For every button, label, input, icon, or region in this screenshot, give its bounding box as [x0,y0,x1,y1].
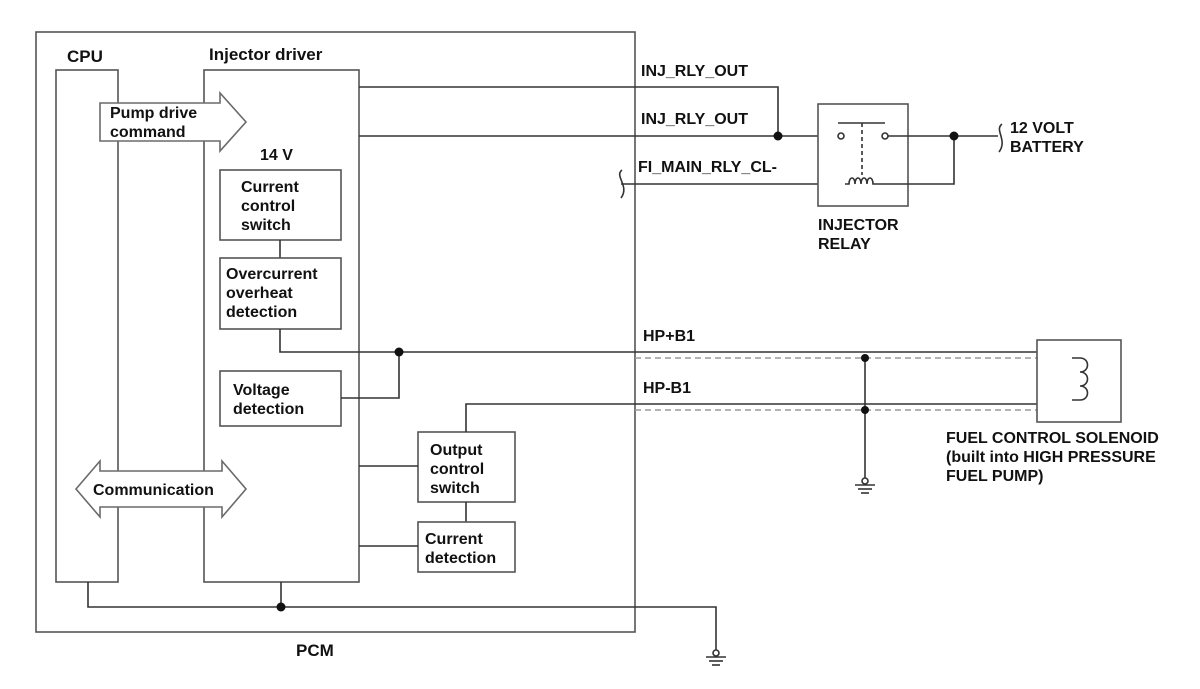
overcurrent-overheat-detection-label: Overcurrent overheat detection [226,266,322,321]
wire-hp-plus-b1 [279,329,1037,353]
output-control-switch-label: Output control switch [430,442,489,497]
wire-relay-coil-to-battery [877,136,955,185]
hp-minus-b1-label: HP-B1 [643,380,691,397]
junction-dot-shield-upper [861,354,869,362]
wire-common-ground [87,582,717,650]
injector-relay-box [817,103,909,207]
current-control-switch-label: Current control switch [241,179,303,234]
fi-main-rly-cl-label: FI_MAIN_RLY_CL- [638,159,777,176]
hp-plus-b1-label: HP+B1 [643,328,695,345]
overcurrent-overheat-detection-block [219,257,342,330]
current-detection-block [417,521,516,573]
injector-relay-label: INJECTOR RELAY [818,217,903,253]
fuel-control-solenoid-box [1036,339,1122,423]
fourteen-volt-label: 14 V [260,147,293,164]
injector-driver-label: Injector driver [209,45,323,64]
junction-dot-shield-lower [861,406,869,414]
pump-drive-command-arrow [99,90,248,154]
fuel-control-solenoid-label: FUEL CONTROL SOLENOID (built into HIGH P… [946,430,1163,485]
wire-voltage-detection-tap [341,352,400,399]
cpu-label: CPU [67,47,103,66]
voltage-detection-label: Voltage detection [233,382,304,418]
communication-label: Communication [93,482,214,499]
wire-inj-rly-out-1 [359,86,779,136]
break-mark-battery [998,123,1003,153]
relay-contact-icon [837,122,889,175]
break-mark-fi-main [618,169,625,199]
wire-hp-minus-b1 [465,403,1037,432]
inj-rly-out-1-label: INJ_RLY_OUT [641,63,748,80]
pcm-label: PCM [296,641,334,660]
junction-dot-inj-rly [773,131,783,141]
shield-ground-icon [855,477,875,494]
current-control-switch-block [219,169,342,241]
junction-dot-hp-plus [394,347,404,357]
communication-arrow [74,458,248,520]
battery-label: 12 VOLT BATTERY [1010,120,1084,156]
pcm-ground-icon [706,649,726,666]
solenoid-coil-icon [1072,357,1089,401]
inj-rly-out-2-label: INJ_RLY_OUT [641,111,748,128]
pump-drive-command-label: Pump drive command [110,105,202,141]
output-control-switch-block [417,431,516,503]
junction-dot-battery [949,131,959,141]
current-detection-label: Current detection [425,531,496,567]
relay-coil-icon [845,177,877,185]
junction-dot-ground [276,602,286,612]
